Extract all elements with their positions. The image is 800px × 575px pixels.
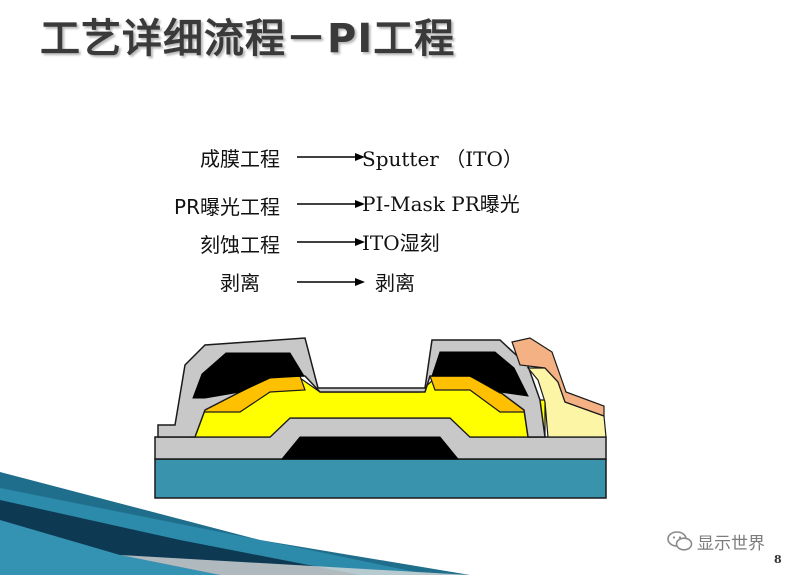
arrow-right-icon <box>297 278 365 286</box>
peach-layer <box>511 337 605 417</box>
page-number: 8 <box>774 553 782 566</box>
arrow-right-icon <box>297 200 365 208</box>
process-step-4: 剥离 <box>140 267 260 297</box>
wechat-icon <box>667 531 693 551</box>
slide-title: 工艺详细流程－PI工程 <box>40 16 456 62</box>
photoresist-left <box>192 352 305 399</box>
process-label: 剥离 <box>220 271 260 295</box>
process-result: 剥离 <box>375 271 415 295</box>
photoresist-right <box>431 351 529 397</box>
arrow-right-icon <box>297 238 365 246</box>
process-result: PI-Mask PR曝光 <box>362 192 520 216</box>
process-label: 刻蚀工程 <box>200 233 280 257</box>
process-step-1: 成膜工程 <box>140 143 280 173</box>
process-step-3: 刻蚀工程 <box>140 229 280 259</box>
watermark-text: 显示世界 <box>697 533 765 554</box>
process-result: Sputter （ITO） <box>362 147 523 171</box>
watermark: 显示世界 <box>667 527 765 555</box>
process-label: 成膜工程 <box>200 147 280 171</box>
process-result: ITO湿刻 <box>362 231 440 255</box>
arrow-right-icon <box>297 153 365 161</box>
process-label: PR曝光工程 <box>174 195 280 219</box>
gate-electrode <box>280 436 460 460</box>
process-step-2: PR曝光工程 <box>140 191 280 221</box>
